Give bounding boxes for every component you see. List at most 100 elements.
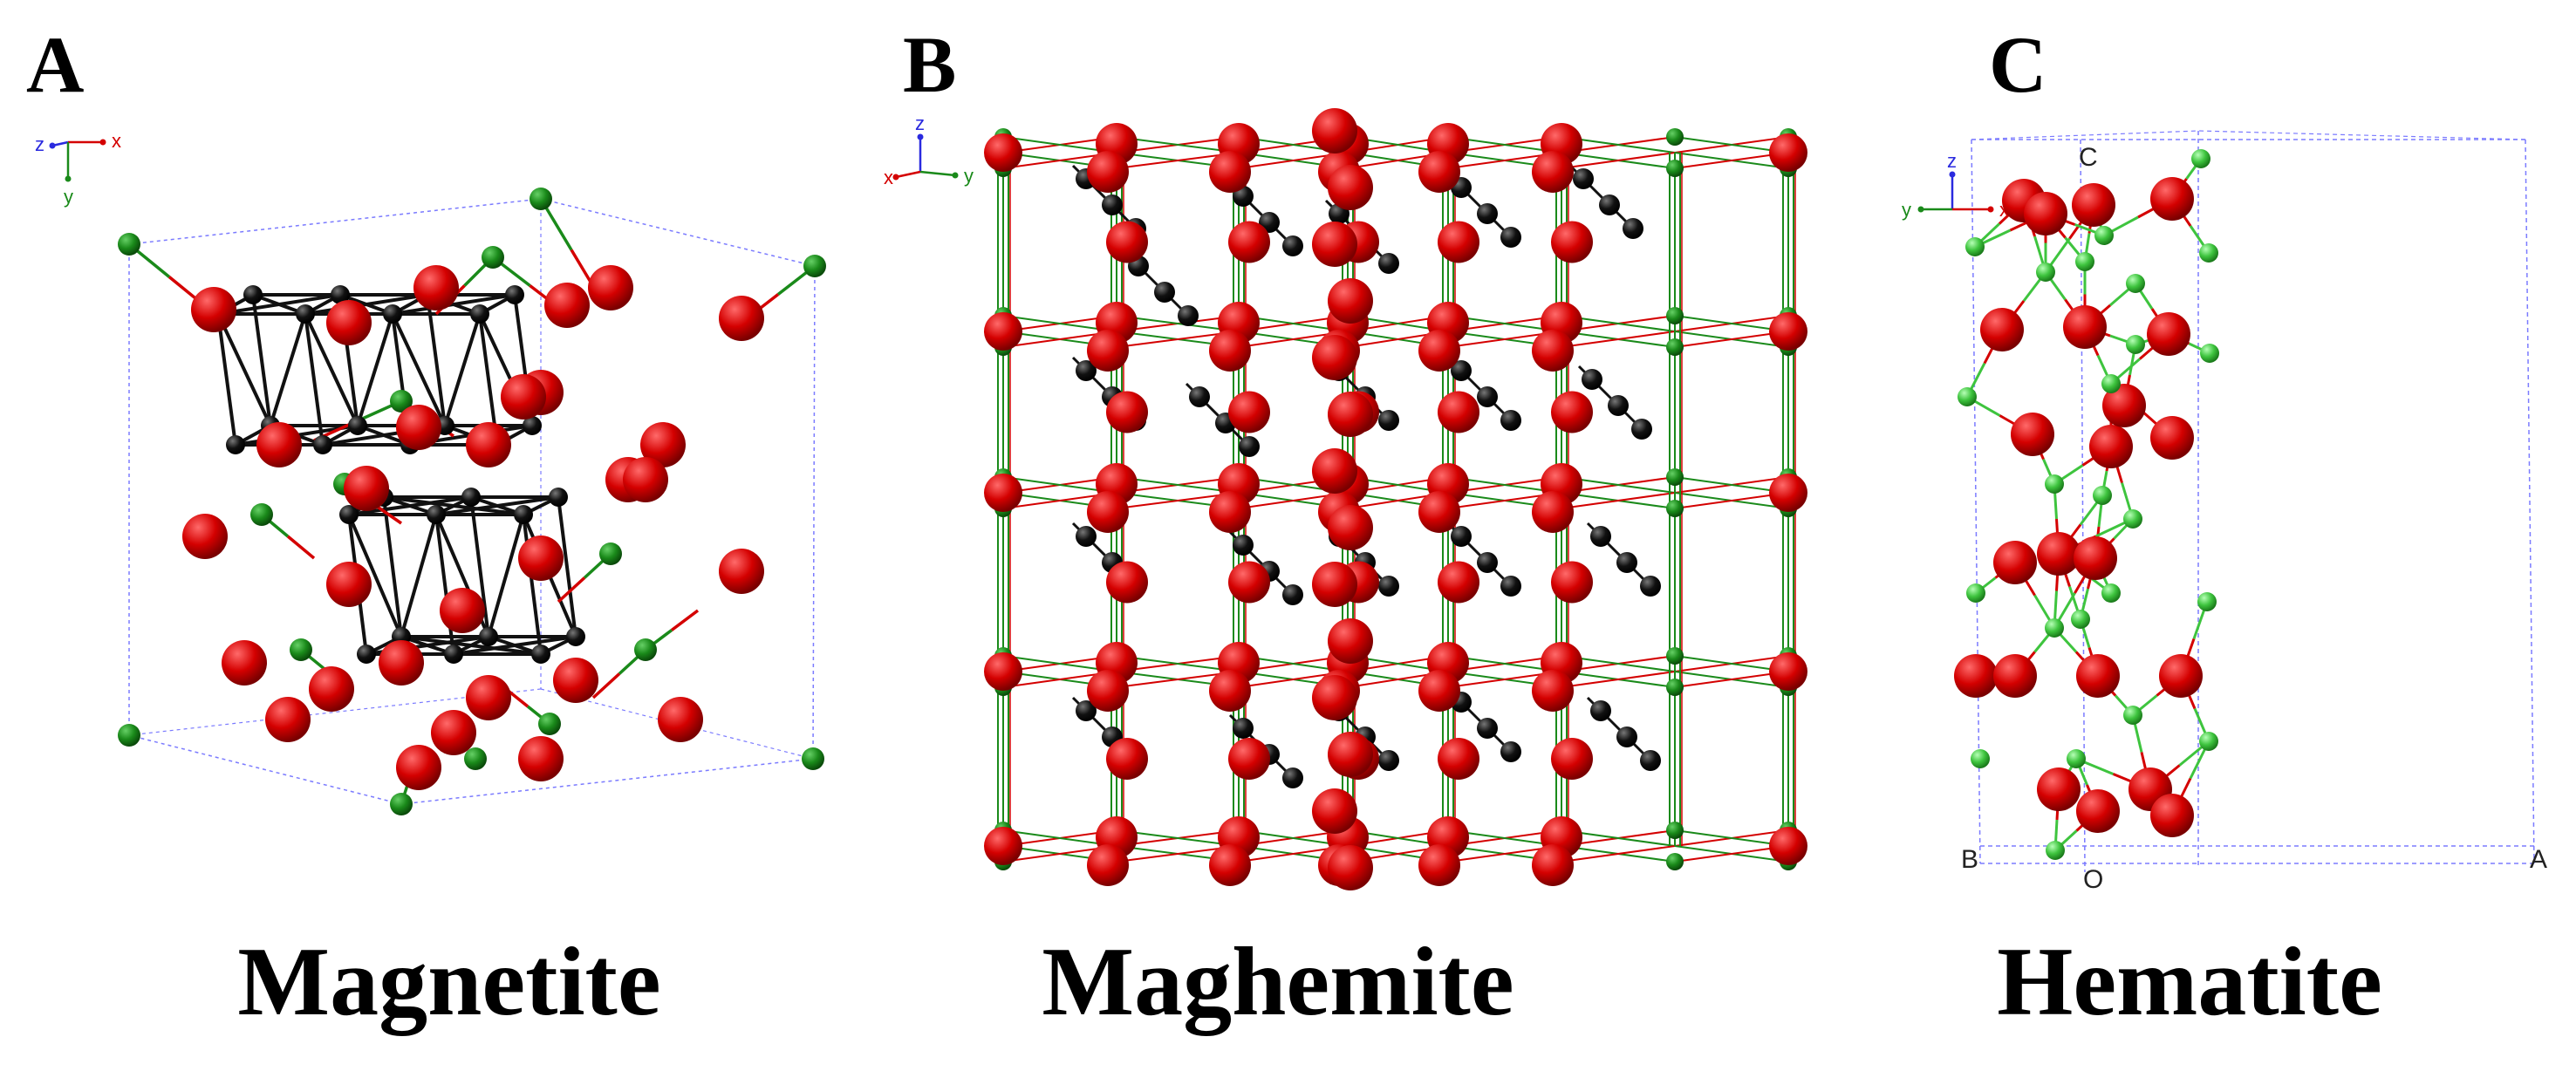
oxygen-atom [2072, 183, 2115, 227]
oxygen-atom [518, 736, 564, 781]
fe-oct-bond [443, 313, 482, 426]
oxygen-atom [1328, 278, 1373, 324]
oxygen-atom [1209, 670, 1251, 712]
oxygen-atom [1312, 222, 1357, 267]
oxygen-atom [1532, 330, 1574, 372]
oxygen-atom [1087, 844, 1129, 886]
fe-octahedral-atom [1477, 552, 1498, 573]
fe-oct-bond [382, 496, 403, 638]
cell-vertex-label: O [2083, 865, 2103, 894]
fe-octahedral-atom [1616, 727, 1637, 747]
fe-octahedral-atom [313, 435, 332, 454]
fe-tetrahedral-atom [538, 713, 561, 735]
fe-octahedral-atom [226, 435, 245, 454]
fe-tetrahedral-atom [1666, 160, 1684, 177]
axis-label-z: z [915, 113, 925, 134]
oxygen-atom [1438, 221, 1479, 263]
oxygen-atom [553, 658, 598, 703]
fe-octahedral-atom [1477, 386, 1498, 407]
fe-atom [2123, 706, 2142, 725]
fe-tetrahedral-atom [802, 747, 824, 770]
fe-octahedral-atom [1076, 526, 1097, 547]
fe-octahedral-atom [1378, 253, 1399, 274]
fe-octahedral-atom [1590, 526, 1611, 547]
oxygen-atom [1532, 491, 1574, 533]
axis-arrow-head [1987, 206, 1994, 213]
fe-octahedral-atom [1282, 235, 1303, 256]
fe-atom [1971, 749, 1990, 768]
fe-atom [2126, 335, 2145, 354]
fe-octahedral-atom [1599, 194, 1620, 215]
oxygen-atom [1228, 738, 1270, 780]
fe-tetrahedral-atom [1666, 647, 1684, 665]
panel-label-a: A [26, 20, 85, 109]
cell-vertex-label: A [2530, 845, 2547, 874]
oxygen-atom [309, 666, 354, 712]
oxygen-atom [1106, 738, 1148, 780]
oxygen-atom [431, 710, 476, 755]
axis-label-z: z [1947, 150, 1957, 172]
fe-octahedral-atom [1378, 750, 1399, 771]
fe-tetrahedral-atom [530, 188, 552, 210]
fe-octahedral-atom [357, 645, 376, 664]
fe-octahedral-atom [348, 416, 367, 435]
oxygen-atom [1312, 562, 1357, 607]
oxygen-atom [440, 588, 485, 633]
unit-cell-edge [812, 265, 816, 760]
oxygen-atom [2089, 425, 2133, 468]
axis-arrow-head [49, 142, 56, 149]
oxygen-atom [1328, 505, 1373, 550]
fe-octahedral-atom [1608, 395, 1629, 416]
unit-cell-edge [1971, 130, 2199, 140]
fe-atom [1965, 237, 1985, 256]
fe-oct-bond [391, 313, 447, 426]
hematite-structure: zyxCBOA [1902, 130, 2547, 894]
fe-atom [2036, 263, 2055, 282]
fe-octahedral-atom [1500, 741, 1521, 762]
fe-tet-o-bond [286, 535, 316, 560]
fe-octahedral-atom [1178, 305, 1199, 326]
fe-octahedral-atom [461, 488, 481, 507]
fe-tetrahedral-atom [390, 793, 413, 815]
fe-octahedral-atom [549, 488, 568, 507]
fe-tetrahedral-atom [599, 542, 622, 565]
fe-octahedral-atom [1076, 360, 1097, 381]
fe-octahedral-atom [1477, 718, 1498, 739]
axis-label-y: y [1902, 199, 1911, 221]
oxygen-atom [222, 640, 267, 686]
fe-tetrahedral-atom [1666, 500, 1684, 517]
oxygen-atom [1438, 738, 1479, 780]
fe-oct-bond [304, 313, 325, 446]
axis-arrow-head [917, 133, 924, 140]
axis-arrow-head [65, 175, 72, 182]
fe-atom [2046, 841, 2065, 860]
oxygen-atom [1980, 308, 2024, 351]
fe-atom [2071, 610, 2090, 629]
oxygen-atom [984, 133, 1022, 172]
oxygen-atom [379, 640, 424, 686]
oxygen-atom [1106, 561, 1148, 604]
axis-line [895, 170, 921, 179]
oxygen-atom [1438, 391, 1479, 433]
fe-oct-bond [557, 496, 577, 638]
oxygen-atom [326, 562, 372, 607]
unit-cell-edge [1971, 139, 1981, 864]
fe-atom [1958, 387, 1977, 406]
oxygen-atom [2102, 384, 2146, 427]
cell-vertex-label: C [2079, 143, 2098, 172]
fe-octahedral-atom [1282, 584, 1303, 605]
fe-tetrahedral-atom [634, 638, 657, 661]
oxygen-atom [2037, 767, 2081, 811]
oxygen-atom [1209, 330, 1251, 372]
fe-octahedral-atom [479, 627, 498, 646]
axis-label-x: x [884, 167, 893, 188]
fe-octahedral-atom [514, 505, 533, 524]
fe-atom [2093, 486, 2112, 505]
axis-label-y: y [964, 165, 974, 187]
oxygen-atom [1106, 221, 1148, 263]
fe-atom [2067, 749, 2086, 768]
fe-tetrahedral-atom [1666, 338, 1684, 356]
oxygen-atom [501, 374, 546, 420]
axis-label-y: y [64, 186, 73, 208]
